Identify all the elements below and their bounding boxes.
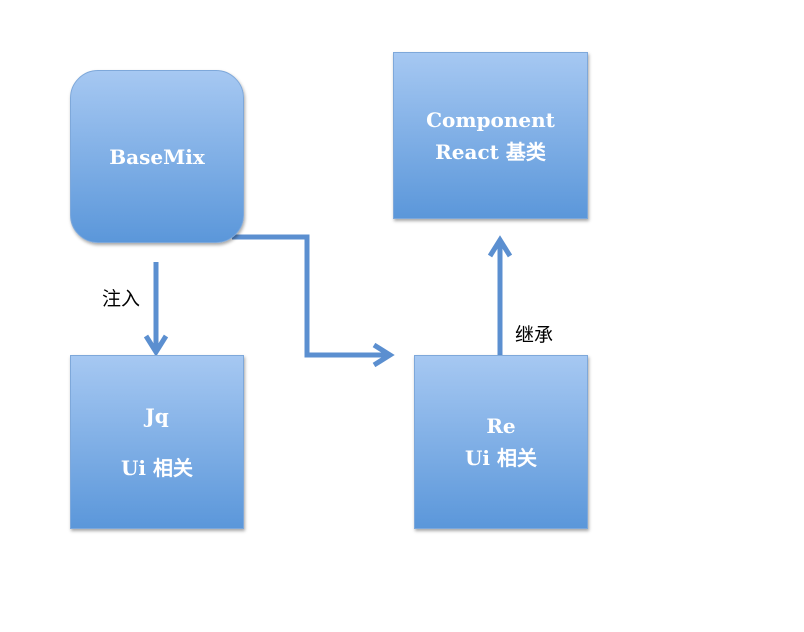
- node-re: Re Ui 相关: [414, 355, 588, 529]
- arrow-head-up: [487, 235, 513, 258]
- inherit-edge-label: 继承: [515, 324, 554, 346]
- arrow-basemix-to-re: [232, 234, 388, 358]
- inject-edge-label: 注入: [102, 288, 141, 310]
- node-jq: Jq Ui 相关: [70, 355, 244, 529]
- node-component: Component React 基类: [393, 52, 588, 219]
- node-component-sublabel: React 基类: [435, 139, 546, 164]
- node-re-sublabel: Ui 相关: [464, 446, 537, 470]
- node-basemix-label: BaseMix: [109, 144, 205, 169]
- arrow-head-down: [143, 334, 169, 357]
- node-basemix: BaseMix: [70, 70, 244, 243]
- node-re-label: Re: [486, 414, 516, 438]
- arrow-head-right: [372, 342, 395, 368]
- node-component-label: Component: [426, 107, 555, 132]
- node-jq-label: Jq: [145, 404, 169, 428]
- node-jq-sublabel: Ui 相关: [120, 456, 193, 480]
